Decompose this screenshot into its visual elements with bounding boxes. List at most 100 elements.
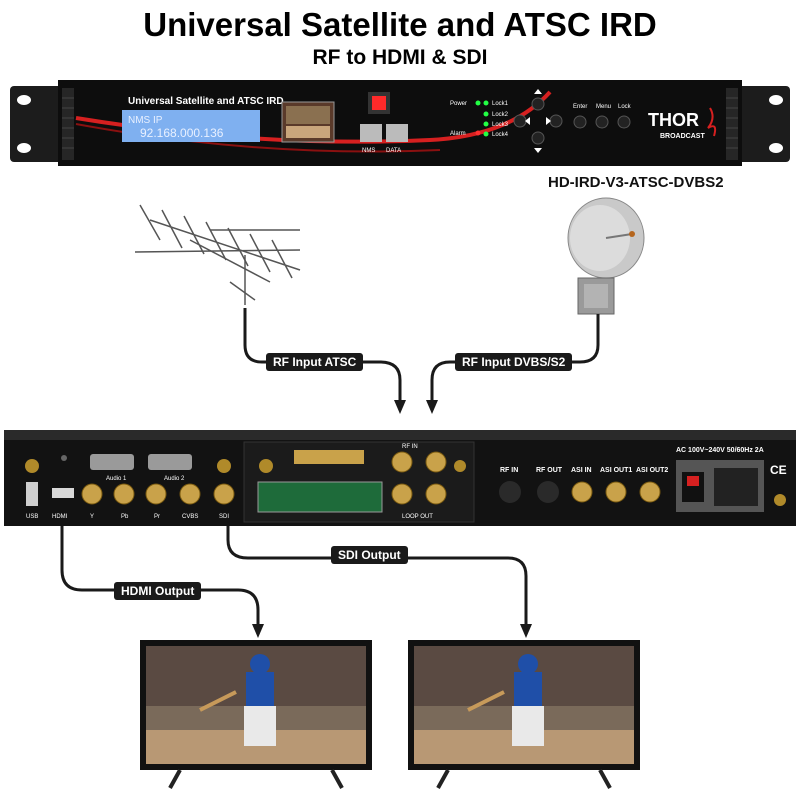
lock-button[interactable] — [617, 115, 631, 129]
module-screw-icon — [259, 459, 273, 473]
data-port[interactable] — [386, 124, 408, 142]
ground-screw-icon — [25, 459, 39, 473]
nms-port[interactable] — [360, 124, 382, 142]
vent-right — [726, 88, 738, 160]
bnc-y-port[interactable] — [81, 483, 103, 505]
front-product-name: Universal Satellite and ATSC IRD — [128, 96, 284, 107]
bnc-sdi-port[interactable] — [213, 483, 235, 505]
asi-in-label: ASI IN — [571, 467, 592, 474]
asi-in-port[interactable] — [571, 481, 593, 503]
brand-logo: THOR — [648, 110, 699, 130]
rack-ear-right — [732, 86, 790, 162]
atsc-arrow-icon — [394, 400, 406, 414]
enter-button[interactable] — [573, 115, 587, 129]
hdmi-port[interactable] — [52, 488, 74, 498]
rf-in-cap[interactable] — [499, 481, 521, 503]
atsc-antenna-icon — [134, 204, 301, 305]
audio2-dsub-port[interactable] — [148, 454, 192, 470]
lcd-line-1: NMS IP — [128, 115, 163, 126]
loop-out-2-port[interactable] — [425, 483, 447, 505]
rf-input-atsc-label: RF Input ATSC — [266, 353, 364, 371]
nav-right-button[interactable] — [549, 114, 563, 128]
menu-button[interactable] — [595, 115, 609, 129]
module-screw-icon — [454, 460, 466, 472]
arrow-up-icon — [534, 89, 542, 94]
rf-input-dvbs-label: RF Input DVBS/S2 — [455, 353, 573, 371]
bnc-pb-port[interactable] — [113, 483, 135, 505]
tv-stand-icon — [168, 769, 344, 789]
pb-label: Pb — [121, 514, 129, 520]
lock-led-icon — [483, 100, 489, 106]
alarm-label: Alarm — [450, 131, 466, 137]
iec-inlet[interactable] — [714, 468, 758, 506]
brand-bolt-icon — [707, 107, 717, 137]
pr-label: Pr — [154, 514, 160, 520]
hdmi-arrow-icon — [252, 624, 264, 638]
usb-port[interactable] — [26, 482, 38, 506]
lcd-line-2: 92.168.000.136 — [140, 126, 224, 140]
asi-out1-port[interactable] — [605, 481, 627, 503]
rf-in-1-port[interactable] — [391, 451, 413, 473]
lock3-label: Lock3 — [492, 122, 509, 128]
hdmi-label: HDMI — [52, 514, 68, 520]
loop-out-label: LOOP OUT — [402, 514, 433, 520]
rear-panel: Audio 1 Audio 2 USB HDMI Y Pb Pr CVBS SD… — [4, 430, 796, 526]
usb-label: USB — [26, 514, 38, 520]
power-button[interactable] — [372, 96, 386, 110]
lock-led-icon — [483, 111, 489, 117]
arrow-down-icon — [534, 148, 542, 153]
data-port-label: DATA — [386, 148, 401, 154]
lock4-label: Lock4 — [492, 132, 509, 138]
asi-out2-port[interactable] — [639, 481, 661, 503]
nav-up-button[interactable] — [531, 97, 545, 111]
sdi-output-label: SDI Output — [331, 546, 408, 564]
audio1-dsub-port[interactable] — [90, 454, 134, 470]
lock1-label: Lock1 — [492, 101, 509, 107]
ground-screw-icon — [217, 459, 231, 473]
module-connector — [294, 450, 364, 464]
asi-out2-label: ASI OUT2 — [636, 467, 668, 474]
tv-stand-icon — [436, 769, 612, 789]
rf-in-2-port[interactable] — [425, 451, 447, 473]
arrow-left-icon — [525, 117, 530, 125]
rack-hole-icon — [769, 95, 783, 105]
rack-hole-icon — [17, 143, 31, 153]
sdi-arrow-icon — [520, 624, 532, 638]
arrow-right-icon — [546, 117, 551, 125]
bnc-cvbs-port[interactable] — [179, 483, 201, 505]
y-label: Y — [90, 514, 94, 520]
batter-icon — [467, 654, 544, 746]
input-sources — [134, 197, 645, 414]
power-switch-indicator — [687, 476, 699, 486]
menu-label: Menu — [596, 104, 611, 110]
dvbs-arrow-icon — [426, 400, 438, 414]
lock-led-icon — [483, 131, 489, 137]
rf-out-cap[interactable] — [537, 481, 559, 503]
alarm-led-icon — [475, 130, 481, 136]
power-spec-label: AC 100V~240V 50/60Hz 2A — [676, 447, 764, 454]
hdmi-output-label: HDMI Output — [114, 582, 202, 600]
model-name: HD-IRD-V3-ATSC-DVBS2 — [548, 174, 724, 191]
vent-left — [62, 88, 74, 160]
rear-panel-top-edge — [4, 430, 796, 440]
enter-label: Enter — [573, 104, 587, 110]
nms-port-label: NMS — [362, 148, 375, 154]
rf-in-label: RF IN — [402, 444, 418, 450]
preview-crowd — [286, 106, 330, 124]
loop-out-1-port[interactable] — [391, 483, 413, 505]
nav-down-button[interactable] — [531, 131, 545, 145]
lock-led-icon — [483, 121, 489, 127]
module-card — [257, 481, 383, 513]
front-panel: Universal Satellite and ATSC IRD NMS IP … — [10, 80, 790, 166]
nav-left-button[interactable] — [513, 114, 527, 128]
tv-sdi — [408, 640, 640, 789]
lock-label: Lock — [618, 104, 632, 110]
sdi-cable — [226, 526, 528, 632]
ground-terminal-icon — [774, 494, 786, 506]
preview-field — [286, 126, 330, 138]
bnc-pr-port[interactable] — [145, 483, 167, 505]
rack-hole-icon — [17, 95, 31, 105]
audio2-label: Audio 2 — [164, 476, 185, 482]
rf-out-label: RF OUT — [536, 467, 563, 474]
tv-hdmi — [140, 640, 372, 789]
